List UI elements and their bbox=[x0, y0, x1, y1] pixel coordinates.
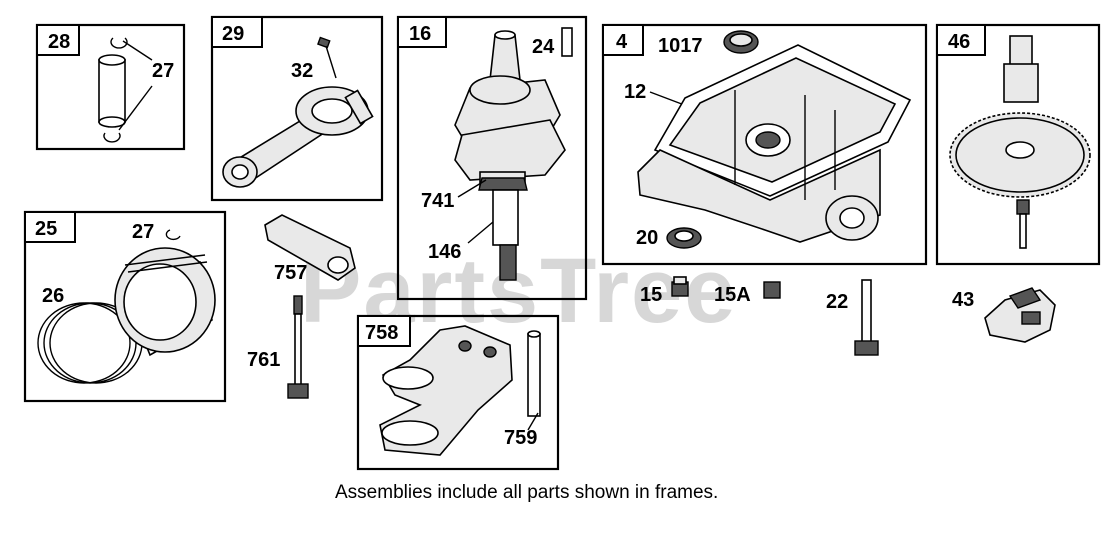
plug-15a[interactable]: 15A bbox=[714, 281, 781, 306]
frame-16-label: 16 bbox=[409, 23, 431, 45]
oil-seal-cap bbox=[723, 30, 759, 54]
frame-25[interactable]: 25 27 26 bbox=[23, 210, 227, 403]
piston-pin bbox=[98, 54, 126, 128]
callout-15a: 15A bbox=[714, 284, 751, 306]
frame-4[interactable]: 4 1017 12 20 bbox=[601, 23, 928, 266]
callout-32: 32 bbox=[291, 60, 313, 82]
callout-27: 27 bbox=[152, 60, 174, 82]
oil-seal-20 bbox=[666, 227, 702, 249]
callout-15: 15 bbox=[640, 284, 662, 306]
frame-758[interactable]: 758 759 bbox=[356, 314, 560, 471]
callout-24: 24 bbox=[532, 36, 555, 58]
assembly-note: Assemblies include all parts shown in fr… bbox=[335, 482, 719, 503]
bolt-22[interactable]: 22 bbox=[826, 279, 879, 356]
plug-15[interactable]: 15 bbox=[640, 276, 689, 306]
crankcase-cover bbox=[637, 44, 912, 243]
frame-4-label: 4 bbox=[616, 31, 628, 53]
callout-12: 12 bbox=[624, 81, 646, 103]
frame-46[interactable]: 46 bbox=[935, 23, 1101, 266]
callout-1017: 1017 bbox=[658, 35, 703, 57]
callout-761: 761 bbox=[247, 349, 280, 371]
yoke-bracket bbox=[379, 325, 513, 456]
callout-22: 22 bbox=[826, 291, 848, 313]
frame-25-label: 25 bbox=[35, 218, 57, 240]
frame-758-label: 758 bbox=[365, 322, 398, 344]
camshaft-gear bbox=[949, 35, 1091, 198]
rod-cap-757[interactable]: 757 bbox=[264, 214, 356, 284]
callout-146: 146 bbox=[428, 241, 461, 263]
piston bbox=[114, 247, 216, 357]
callout-20: 20 bbox=[636, 227, 658, 249]
callout-26: 26 bbox=[42, 285, 64, 307]
retainer-clip-bottom bbox=[103, 132, 121, 143]
frame-28-label: 28 bbox=[48, 31, 70, 53]
callout-759: 759 bbox=[504, 427, 537, 449]
bolt-761[interactable]: 761 bbox=[247, 295, 309, 399]
frame-28[interactable]: 28 27 bbox=[35, 23, 186, 151]
governor-43[interactable]: 43 bbox=[952, 287, 1056, 343]
frame-29[interactable]: 29 32 bbox=[210, 15, 384, 202]
frame-46-label: 46 bbox=[948, 31, 970, 53]
callout-741: 741 bbox=[421, 190, 454, 212]
retainer-clip bbox=[165, 229, 181, 241]
cam-pin bbox=[1016, 199, 1030, 249]
rod-bolt bbox=[317, 36, 337, 79]
callout-27b: 27 bbox=[132, 221, 154, 243]
key-24 bbox=[561, 27, 573, 57]
connecting-rod bbox=[222, 86, 374, 188]
callout-757: 757 bbox=[274, 262, 307, 284]
pin-759 bbox=[527, 330, 541, 417]
crankshaft bbox=[454, 30, 566, 281]
frame-16[interactable]: 16 24 741 146 bbox=[396, 15, 588, 301]
callout-43: 43 bbox=[952, 289, 974, 311]
frame-29-label: 29 bbox=[222, 23, 244, 45]
retainer-clip-top bbox=[110, 37, 128, 49]
